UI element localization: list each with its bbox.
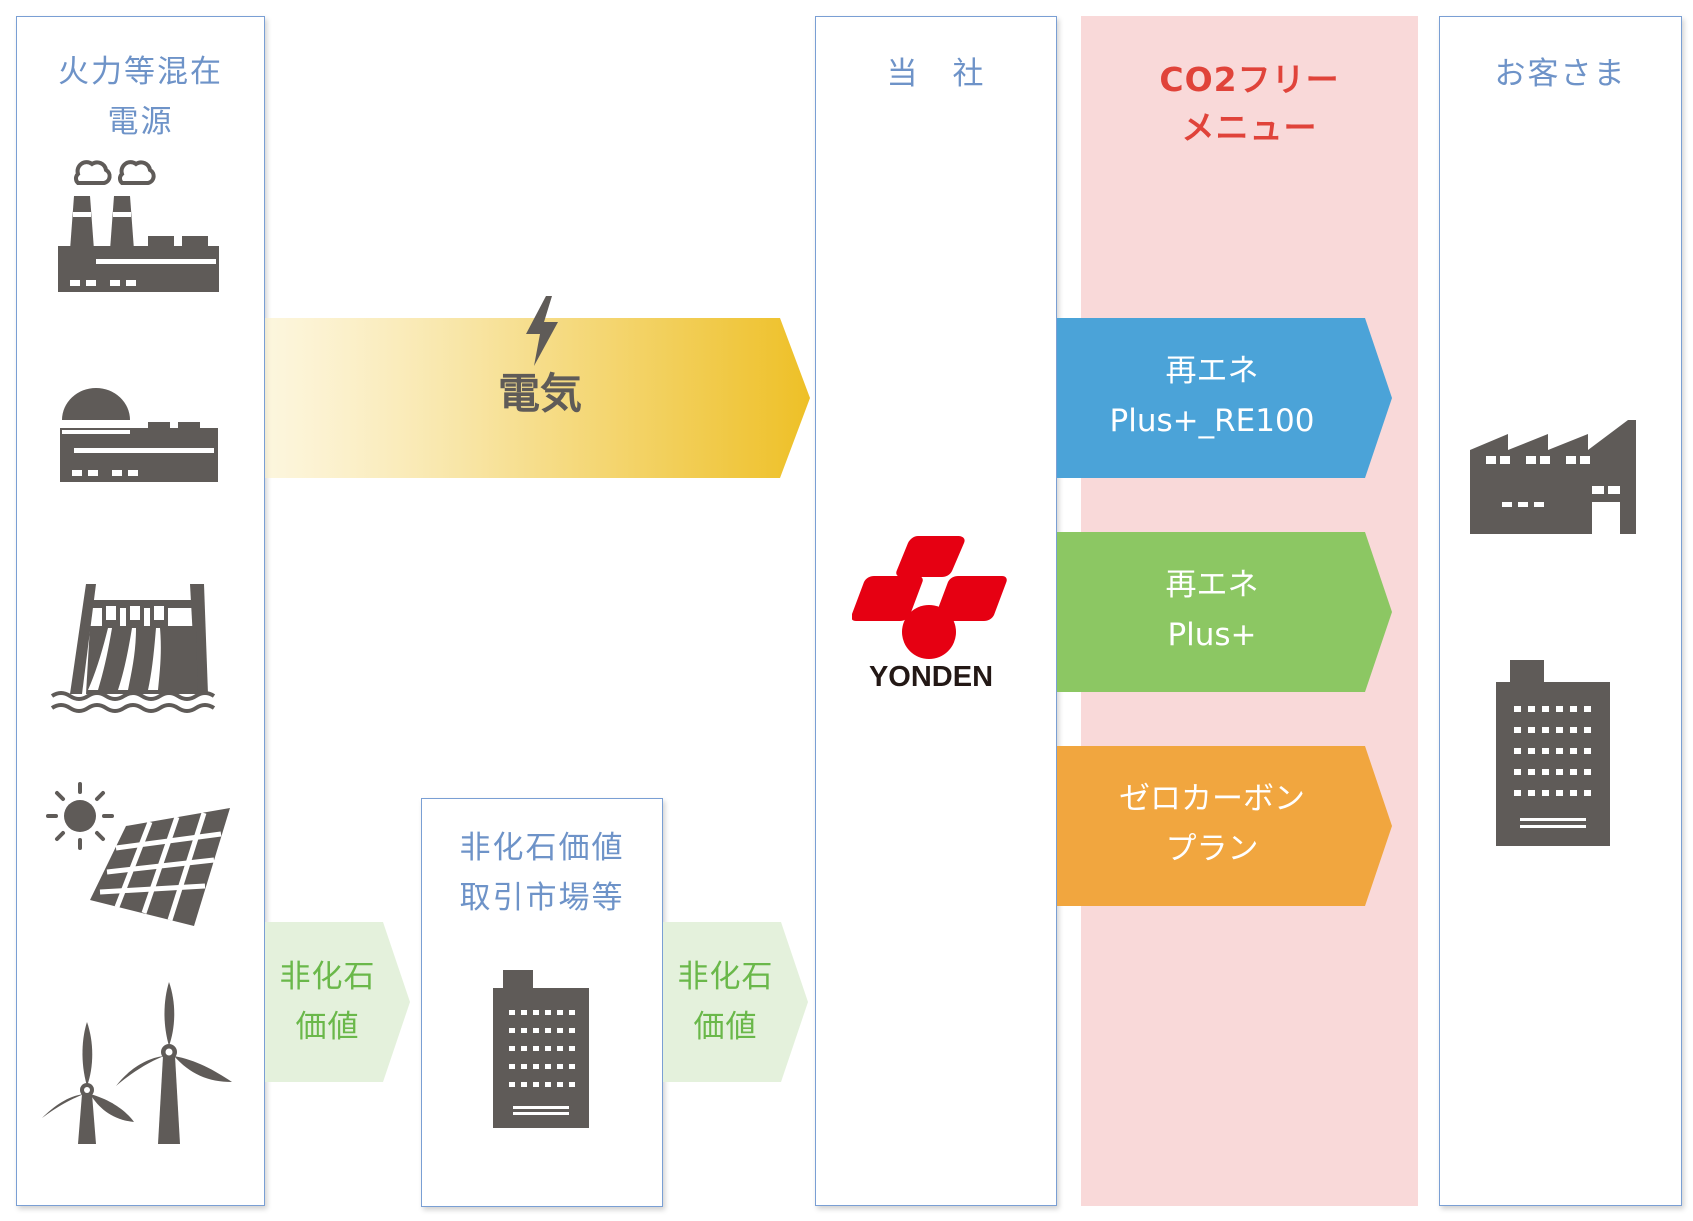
wind-power-icon: [42, 982, 232, 1144]
menu-re100-line1: 再エネ: [1165, 353, 1259, 389]
customers-panel: お客さま: [1439, 16, 1682, 1206]
company-title: 当 社: [886, 56, 986, 92]
menu-plus-line1: 再エネ: [1165, 567, 1259, 603]
market-title-line2: 取引市場等: [459, 880, 625, 916]
electricity-arrow: [265, 318, 810, 478]
thermal-power-plant-icon: [58, 160, 219, 292]
yonden-logo-icon: YONDEN: [852, 536, 1007, 692]
solar-power-icon: [46, 782, 230, 926]
customer-office-building-icon: [1496, 660, 1610, 846]
nonfossil-left-line2: 価値: [295, 1009, 360, 1045]
market-title: 非化石価値 取引市場等: [422, 823, 662, 923]
co2-free-menu-title: CO2フリー メニュー: [1081, 56, 1418, 152]
co2-free-title-line1: CO2フリー: [1159, 60, 1340, 99]
power-sources-title-line1: 火力等混在: [58, 54, 223, 90]
menu-zero-carbon-line2: プラン: [1165, 831, 1259, 867]
power-sources-title-line2: 電源: [107, 104, 174, 140]
menu-label-zero-carbon: ゼロカーボン プラン: [1057, 774, 1367, 874]
nonfossil-label-right: 非化石 価値: [663, 952, 788, 1052]
nonfossil-arrow-right: [663, 922, 808, 1082]
menu-re100-line2: Plus+_RE100: [1109, 403, 1315, 439]
menu-zero-carbon-line1: ゼロカーボン: [1119, 781, 1305, 817]
menu-arrow-re100: [1057, 318, 1392, 478]
lightning-icon: [526, 296, 558, 366]
customer-factory-icon: [1470, 420, 1636, 534]
electricity-label: 電気: [497, 369, 582, 418]
yonden-logo-text: YONDEN: [869, 661, 993, 692]
menu-label-re100: 再エネ Plus+_RE100: [1057, 346, 1367, 446]
power-sources-title: 火力等混在 電源: [17, 47, 264, 147]
hydro-dam-icon: [50, 584, 216, 713]
market-title-line1: 非化石価値: [459, 830, 625, 866]
co2-free-title-line2: メニュー: [1181, 108, 1318, 147]
customers-title: お客さま: [1494, 56, 1627, 92]
nonfossil-left-line1: 非化石: [279, 959, 376, 995]
menu-arrow-zero-carbon: [1057, 746, 1392, 906]
nonfossil-arrow-left: [265, 922, 410, 1082]
nonfossil-label-left: 非化石 価値: [265, 952, 390, 1052]
nonfossil-right-line1: 非化石: [677, 959, 774, 995]
menu-arrow-plus: [1057, 532, 1392, 692]
nonfossil-right-line2: 価値: [693, 1009, 758, 1045]
market-building-icon: [493, 970, 589, 1128]
nuclear-power-plant-icon: [60, 388, 218, 482]
menu-plus-line2: Plus+: [1167, 617, 1257, 653]
menu-label-plus: 再エネ Plus+: [1057, 560, 1367, 660]
